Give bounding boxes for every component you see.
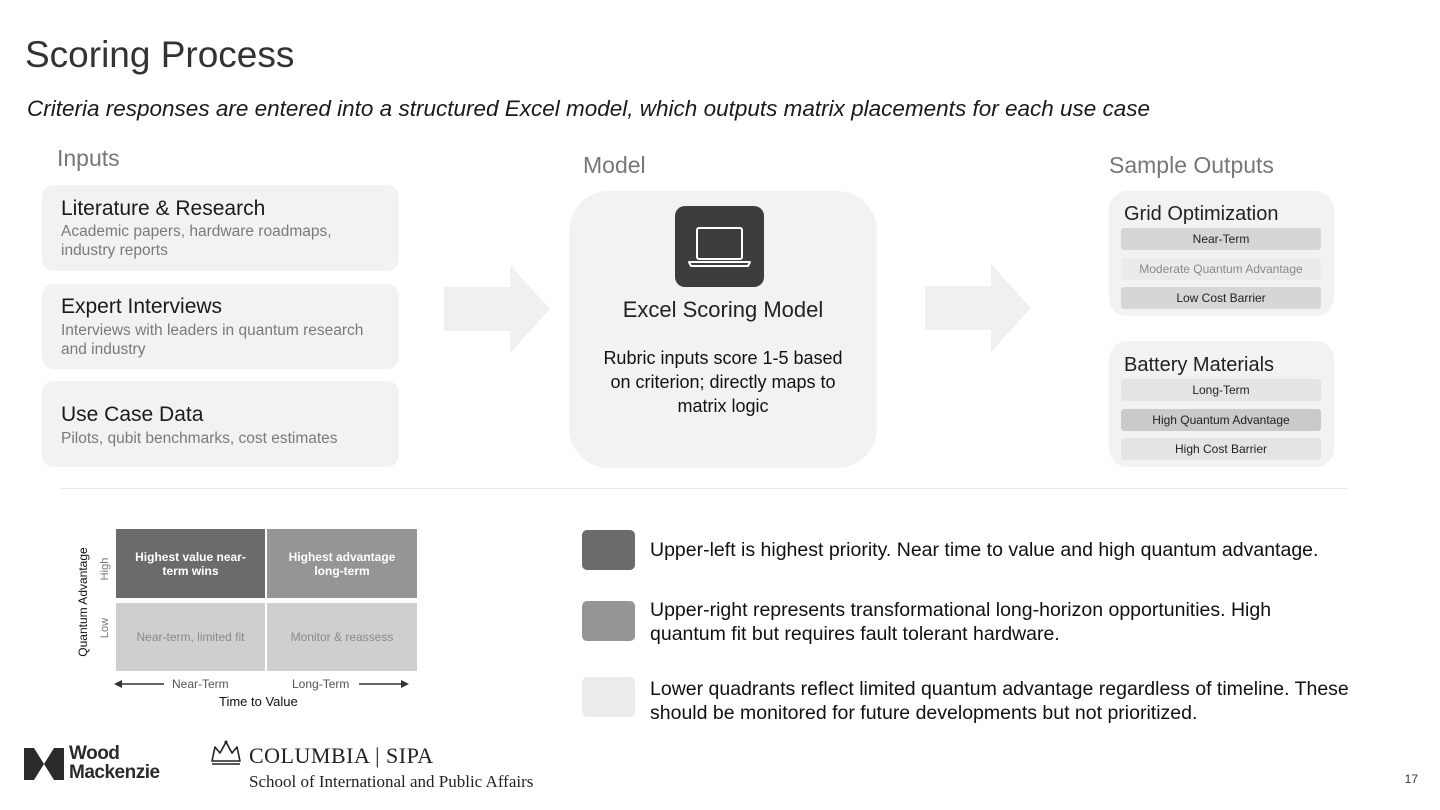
output-tag-advantage: Moderate Quantum Advantage [1121, 258, 1321, 280]
matrix-y-high-label: High [99, 557, 111, 581]
legend-text-lower: Lower quadrants reflect limited quantum … [650, 678, 1349, 724]
legend-swatch-light [582, 677, 635, 717]
output-tag-cost: High Cost Barrier [1121, 438, 1321, 460]
quadrant-bottom-right: Monitor & reassess [267, 603, 417, 671]
matrix-x-long-label: Long-Term [292, 677, 350, 691]
model-description: Rubric inputs score 1-5 based on criteri… [603, 348, 843, 416]
columbia-crown-icon [211, 740, 241, 765]
columbia-sipa-school-name: School of International and Public Affai… [249, 772, 534, 791]
output-tag-cost: Low Cost Barrier [1121, 287, 1321, 309]
model-title: Excel Scoring Model [622, 297, 824, 322]
input-card-desc: Academic papers, hardware roadmaps, indu… [61, 223, 332, 259]
quadrant-top-left: Highest value near-term wins [116, 529, 265, 598]
matrix-x-axis-arrows-icon [114, 680, 409, 688]
matrix-x-near-label: Near-Term [172, 677, 229, 691]
output-card-grid-optimization: Grid Optimization Near-Term Moderate Qua… [1109, 191, 1334, 316]
wood-mackenzie-line2: Mackenzie [69, 762, 160, 783]
legend-text-upper-right: Upper-right represents transformational … [650, 599, 1272, 645]
input-card-literature: Literature & Research Academic papers, h… [42, 185, 399, 271]
quadrant-bottom-left: Near-term, limited fit [116, 603, 265, 671]
matrix-y-low-label: Low [99, 617, 111, 639]
page-subtitle: Criteria responses are entered into a st… [27, 96, 1151, 121]
section-divider [60, 488, 1348, 489]
legend-text-upper-left: Upper-left is highest priority. Near tim… [650, 539, 1319, 561]
matrix-y-axis-label: Quantum Advantage [76, 547, 90, 657]
columbia-sipa-wordmark: COLUMBIA | SIPA [249, 743, 434, 768]
input-card-use-case-data: Use Case Data Pilots, qubit benchmarks, … [42, 381, 399, 467]
wood-mackenzie-logo-text: Wood Mackenzie [69, 744, 160, 782]
input-card-interviews: Expert Interviews Interviews with leader… [42, 284, 399, 369]
input-card-title: Use Case Data [61, 403, 204, 426]
input-card-desc: Pilots, qubit benchmarks, cost estimates [61, 430, 338, 447]
input-card-title: Literature & Research [61, 197, 266, 220]
wood-mackenzie-logo-icon [24, 748, 64, 780]
model-heading: Model [583, 152, 646, 178]
flow-arrow-icon [925, 264, 1031, 352]
output-card-title: Grid Optimization [1124, 203, 1279, 225]
output-tag-time: Long-Term [1121, 379, 1321, 401]
laptop-icon [675, 206, 764, 287]
output-tag-advantage: High Quantum Advantage [1121, 409, 1321, 431]
legend-swatch-mid [582, 601, 635, 641]
quadrant-top-right: Highest advantage long-term [267, 529, 417, 598]
matrix-x-axis-label: Time to Value [219, 694, 298, 709]
output-card-battery-materials: Battery Materials Long-Term High Quantum… [1109, 341, 1334, 467]
page-title: Scoring Process [25, 34, 295, 75]
outputs-heading: Sample Outputs [1109, 152, 1274, 178]
legend-swatch-dark [582, 530, 635, 570]
output-card-title: Battery Materials [1124, 354, 1275, 376]
wood-mackenzie-line1: Wood [69, 743, 120, 764]
output-tag-time: Near-Term [1121, 228, 1321, 250]
input-card-desc: Interviews with leaders in quantum resea… [61, 322, 364, 358]
flow-arrow-icon [444, 265, 550, 353]
page-number: 17 [1404, 772, 1418, 786]
input-card-title: Expert Interviews [61, 295, 223, 318]
inputs-heading: Inputs [57, 145, 120, 171]
